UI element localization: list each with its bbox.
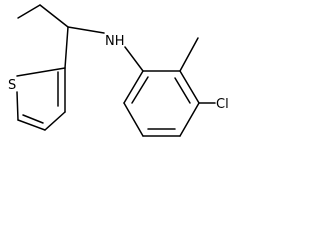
bond-methyl-substituent xyxy=(179,37,199,72)
bond-benzene-c5-c6 xyxy=(123,102,144,137)
bond-benzene-c3-c4 xyxy=(179,102,200,137)
bond-thiophene-c3-c4 xyxy=(44,111,66,131)
bond-benzene-c2-c3-double xyxy=(174,77,191,104)
chemical-structure-diagram: NH S Cl xyxy=(8,4,229,137)
atom-label-sulfur: S xyxy=(8,78,16,93)
bond-thiophene-c5-s xyxy=(16,91,19,121)
atom-label-nh: NH xyxy=(105,34,125,49)
bond-thiophene-s-c2 xyxy=(16,67,66,77)
bond-thiophene-c4-c5 xyxy=(17,119,46,131)
bond-ch-nh xyxy=(67,26,105,34)
bond-ch2-ch xyxy=(39,4,69,28)
atom-label-chlorine: Cl xyxy=(216,97,229,112)
bond-nh-aryl xyxy=(124,46,144,72)
bond-ch-thiophene xyxy=(64,26,69,69)
bond-benzene-c6-c1 xyxy=(123,70,144,104)
bond-benzene-c6-c1-double xyxy=(131,76,149,104)
bond-methyl-ch2 xyxy=(17,4,41,19)
bond-thiophene-c4-c5-double xyxy=(22,114,44,124)
bond-benzene-c2-c3 xyxy=(179,70,200,104)
